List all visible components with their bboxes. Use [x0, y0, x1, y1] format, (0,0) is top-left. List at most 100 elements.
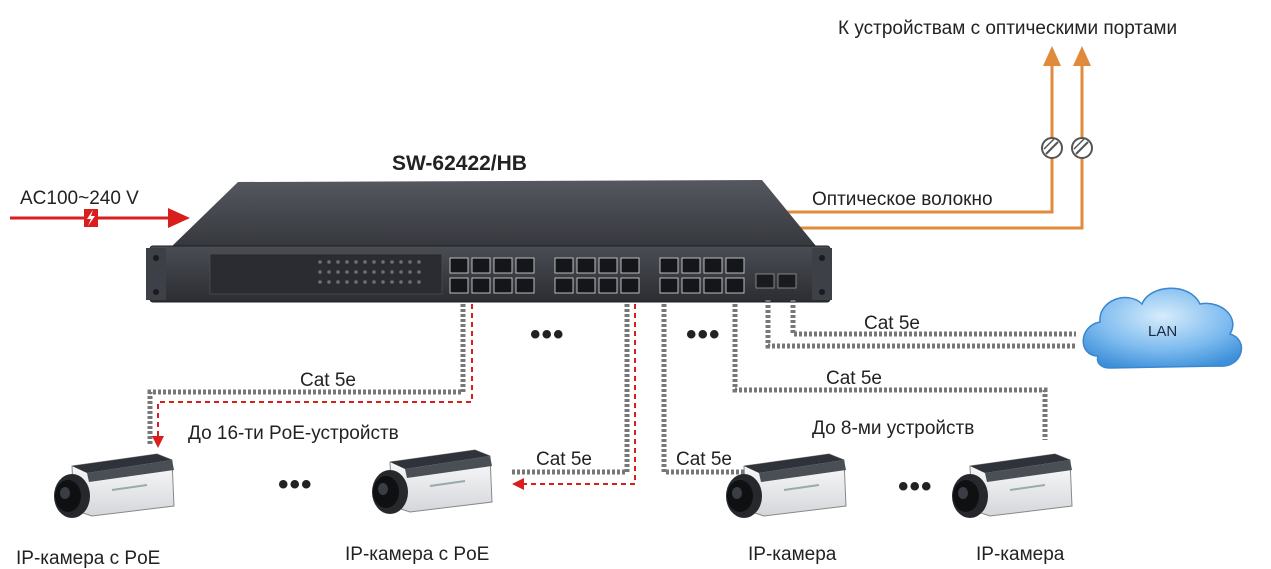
- led-icon: [381, 280, 385, 284]
- lightning-icon: [84, 209, 98, 227]
- rj45-port-icon: [493, 277, 513, 294]
- poe-arrow-icon: [512, 478, 524, 490]
- led-icon: [363, 260, 367, 264]
- rj45-port-icon: [576, 257, 596, 274]
- rj45-port-icon: [659, 257, 679, 274]
- led-icon: [354, 270, 358, 274]
- fiber-links: К устройствам с оптическими портами Опти…: [780, 18, 1177, 230]
- rj45-port-icon: [449, 257, 469, 274]
- ellipsis-ports-2: •••: [686, 318, 721, 351]
- led-icon: [363, 280, 367, 284]
- switch-device: SW-62422/HB: [146, 152, 832, 303]
- led-icon: [390, 280, 394, 284]
- led-icon: [390, 260, 394, 264]
- camera-poe-label-1: IP-камера с PoE: [16, 548, 160, 569]
- rj45-port-icon: [598, 277, 618, 294]
- rj45-port-icon: [449, 277, 469, 294]
- rj45-port-icon: [703, 257, 723, 274]
- cable-to-lan-1: [765, 300, 1076, 349]
- led-icon: [399, 270, 403, 274]
- rj45-port-icon: [471, 277, 491, 294]
- lan-label: LAN: [1148, 323, 1177, 340]
- fiber-arrow-icon: [1043, 46, 1061, 66]
- camera-poe-label-2: IP-камера с PoE: [345, 544, 489, 565]
- led-icon: [363, 270, 367, 274]
- cable-to-lan-2: [790, 300, 1076, 337]
- cloud-icon: [1082, 287, 1243, 369]
- led-icon: [336, 270, 340, 274]
- rj45-port-icon: [725, 257, 745, 274]
- ellipsis-poe-cameras: •••: [278, 468, 313, 501]
- led-icon: [318, 260, 322, 264]
- cable-to-camera-2: [732, 304, 1048, 440]
- rj45-port-icon: [471, 257, 491, 274]
- rj45-ports: [449, 257, 745, 294]
- led-icon: [399, 280, 403, 284]
- cable-label-2: Cat 5e: [536, 449, 592, 470]
- lan-cloud: LAN: [1082, 287, 1243, 369]
- led-icon: [372, 260, 376, 264]
- rj45-port-icon: [515, 257, 535, 274]
- ellipsis-cameras: •••: [898, 470, 933, 503]
- led-icon: [417, 260, 421, 264]
- cable-to-poe-camera-2: [512, 304, 630, 475]
- fiber-label: Оптическое волокно: [812, 189, 993, 210]
- rj45-port-icon: [598, 257, 618, 274]
- power-dashed-line-2: [522, 304, 636, 485]
- camera-icon: [725, 453, 847, 519]
- rj45-port-icon: [554, 277, 574, 294]
- rj45-port-icon: [620, 277, 640, 294]
- power-arrow-icon: [168, 208, 190, 228]
- led-indicators: [318, 260, 421, 284]
- led-icon: [327, 260, 331, 264]
- led-icon: [336, 280, 340, 284]
- poe-group-label: До 16-ти PoE-устройств: [188, 423, 399, 444]
- sfp-ports: [755, 273, 797, 289]
- led-icon: [381, 270, 385, 274]
- rj45-port-icon: [681, 257, 701, 274]
- rj45-port-icon: [725, 277, 745, 294]
- led-icon: [408, 270, 412, 274]
- switch-model-title: SW-62422/HB: [392, 152, 527, 175]
- led-icon: [417, 270, 421, 274]
- led-panel: [209, 253, 443, 295]
- led-icon: [327, 270, 331, 274]
- camera-label-2: IP-камера: [976, 544, 1065, 565]
- led-icon: [408, 260, 412, 264]
- rj45-port-icon: [515, 277, 535, 294]
- cable-label-3: Cat 5e: [676, 449, 732, 470]
- non-poe-group-label: До 8-ми устройств: [812, 418, 974, 439]
- rj45-port-icon: [681, 277, 701, 294]
- cable-label-5: Cat 5e: [864, 313, 920, 334]
- cable-to-camera-1: [661, 304, 748, 475]
- led-icon: [354, 280, 358, 284]
- led-icon: [417, 280, 421, 284]
- led-icon: [345, 270, 349, 274]
- power-label: AC100~240 V: [20, 188, 139, 209]
- rj45-port-icon: [659, 277, 679, 294]
- led-icon: [345, 280, 349, 284]
- rj45-port-icon: [554, 257, 574, 274]
- led-icon: [345, 260, 349, 264]
- poe-cables: [147, 304, 636, 490]
- led-icon: [318, 280, 322, 284]
- rack-ear-left: [146, 248, 166, 300]
- fiber-connector-icon: [1071, 137, 1093, 159]
- rj45-port-icon: [703, 277, 723, 294]
- led-icon: [390, 270, 394, 274]
- led-icon: [318, 270, 322, 274]
- fiber-arrow-icon: [1073, 46, 1091, 66]
- cable-label-1: Cat 5e: [300, 370, 356, 391]
- led-icon: [381, 260, 385, 264]
- rj45-port-icon: [493, 257, 513, 274]
- ellipsis-ports-1: •••: [530, 318, 565, 351]
- rack-ear-right: [812, 248, 832, 300]
- led-icon: [399, 260, 403, 264]
- rj45-port-icon: [620, 257, 640, 274]
- led-icon: [336, 260, 340, 264]
- camera-icon: [951, 453, 1073, 519]
- led-icon: [408, 280, 412, 284]
- fiber-target-label: К устройствам с оптическими портами: [838, 18, 1177, 39]
- led-icon: [372, 280, 376, 284]
